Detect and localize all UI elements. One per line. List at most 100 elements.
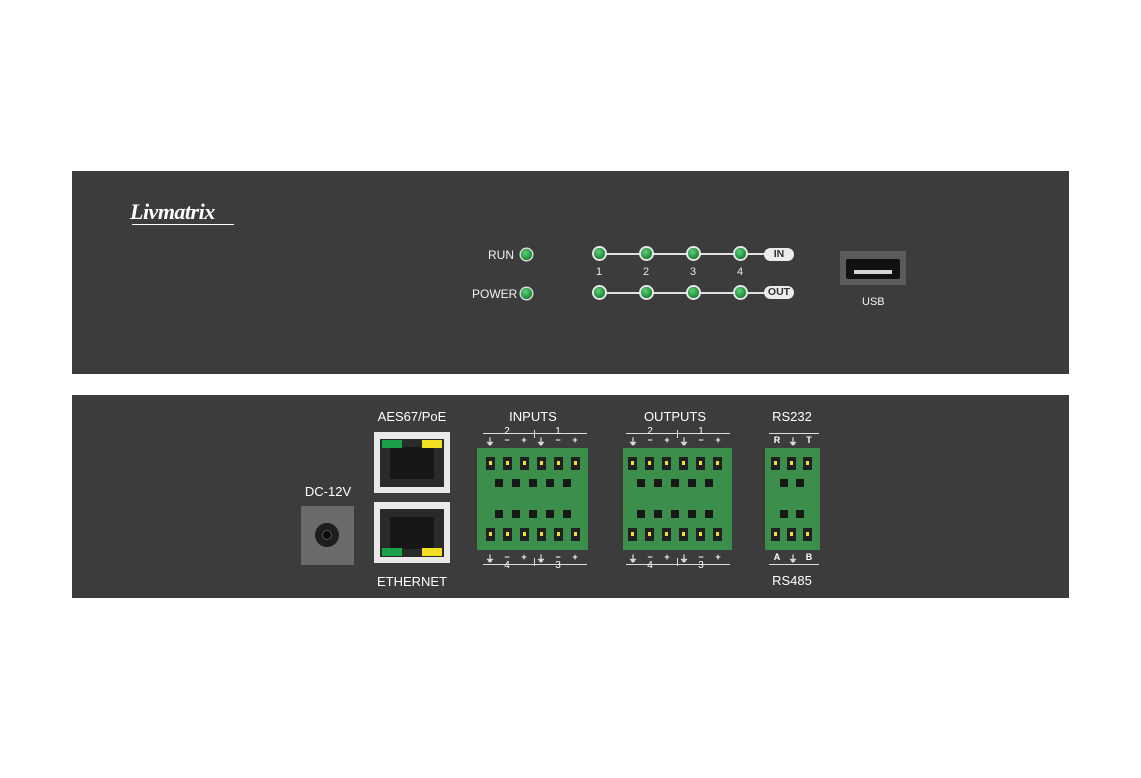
terminal-screw	[486, 528, 495, 541]
terminal-latch	[796, 479, 804, 487]
terminal-latch	[705, 510, 713, 518]
terminal-screw	[803, 528, 812, 541]
front-panel: Livmatrix RUN POWER IN 1 2 3 4 OUT USB	[72, 171, 1069, 374]
terminal-latch	[529, 510, 537, 518]
terminal-screw	[554, 528, 563, 541]
terminal-screw	[787, 457, 796, 470]
terminal-screw	[645, 528, 654, 541]
terminal-screw	[503, 528, 512, 541]
outputs-group-4-label: 4	[647, 560, 653, 571]
terminal-screw	[713, 528, 722, 541]
brand-logo: Livmatrix	[130, 199, 215, 224]
terminal-screw	[771, 528, 780, 541]
terminal-screw	[696, 528, 705, 541]
outputs-bottom-bracket	[626, 564, 730, 565]
channel-number-1: 1	[595, 266, 603, 278]
ethernet-port[interactable]	[374, 502, 450, 563]
rs232-pin-label: R	[773, 435, 781, 445]
terminal-latch	[688, 479, 696, 487]
terminal-screw	[679, 457, 688, 470]
usb-slot	[846, 259, 900, 279]
dc-power-jack[interactable]	[301, 506, 354, 565]
run-label: RUN	[488, 248, 514, 262]
terminal-screw	[771, 457, 780, 470]
outputs-pin-label: −	[698, 435, 704, 445]
dc-jack-pin	[323, 531, 331, 539]
inputs-pin-label: −	[555, 435, 561, 445]
inputs-label: INPUTS	[509, 409, 557, 424]
outputs-label: OUTPUTS	[643, 409, 707, 424]
aes67-link-led	[382, 440, 402, 448]
inputs-terminal-block[interactable]	[477, 448, 588, 550]
terminal-screw	[537, 528, 546, 541]
inputs-bottom-bracket	[483, 564, 587, 565]
rs232-pin-label: T	[806, 435, 812, 445]
terminal-latch	[671, 510, 679, 518]
terminal-latch	[512, 479, 520, 487]
dc-jack-hole	[315, 523, 339, 547]
inputs-pin-label: ⏚	[536, 437, 546, 447]
brand-logo-underline	[132, 224, 234, 225]
terminal-latch	[546, 479, 554, 487]
inputs-top-bracket	[483, 433, 587, 434]
out-badge: OUT	[764, 286, 794, 299]
terminal-latch	[563, 479, 571, 487]
outputs-pin-label: +	[664, 435, 670, 445]
terminal-screw	[520, 457, 529, 470]
inputs-pin-label: −	[504, 435, 510, 445]
rs232-label: RS232	[772, 409, 812, 424]
terminal-screw	[628, 457, 637, 470]
inputs-pin-label: −	[504, 552, 510, 562]
out-led-1	[594, 287, 605, 298]
ethernet-port-core	[390, 517, 434, 549]
terminal-latch	[546, 510, 554, 518]
terminal-screw	[554, 457, 563, 470]
outputs-terminal-block[interactable]	[623, 448, 732, 550]
rs485-pin-label: B	[805, 552, 813, 562]
outputs-pin-label: +	[715, 435, 721, 445]
inputs-pin-label: ⏚	[485, 554, 495, 564]
usb-label: USB	[862, 296, 885, 308]
out-led-4	[735, 287, 746, 298]
inputs-group-2-label: 2	[504, 426, 510, 437]
in-channel-line	[599, 253, 769, 255]
terminal-screw	[803, 457, 812, 470]
terminal-screw	[486, 457, 495, 470]
terminal-latch	[654, 479, 662, 487]
terminal-latch	[512, 510, 520, 518]
terminal-latch	[705, 479, 713, 487]
terminal-screw	[696, 457, 705, 470]
outputs-pin-label: ⏚	[628, 554, 638, 564]
aes67-poe-label: AES67/PoE	[377, 409, 447, 424]
outputs-pin-label: ⏚	[628, 437, 638, 447]
rs485-pin-label: ⏚	[788, 554, 798, 564]
rs485-bracket	[769, 564, 819, 565]
channel-number-3: 3	[689, 266, 697, 278]
aes67-poe-port[interactable]	[374, 432, 450, 493]
inputs-pin-label: +	[572, 552, 578, 562]
run-led	[521, 249, 532, 260]
inputs-pin-label: ⏚	[485, 437, 495, 447]
inputs-group-1-label: 1	[555, 426, 561, 437]
rs485-label: RS485	[772, 573, 812, 588]
terminal-latch	[637, 479, 645, 487]
outputs-pin-label: −	[647, 552, 653, 562]
ethernet-link-led	[382, 548, 402, 556]
inputs-bottom-divider	[534, 558, 535, 566]
out-led-2	[641, 287, 652, 298]
terminal-latch	[563, 510, 571, 518]
rs232-pin-label: ⏚	[788, 437, 798, 447]
inputs-pin-label: +	[572, 435, 578, 445]
terminal-screw	[520, 528, 529, 541]
terminal-screw	[628, 528, 637, 541]
serial-terminal-block[interactable]	[765, 448, 820, 550]
in-led-3	[688, 248, 699, 259]
terminal-latch	[637, 510, 645, 518]
usb-port[interactable]	[840, 251, 906, 285]
outputs-pin-label: +	[664, 552, 670, 562]
outputs-group-2-label: 2	[647, 426, 653, 437]
power-led	[521, 288, 532, 299]
terminal-latch	[796, 510, 804, 518]
inputs-group-4-label: 4	[504, 560, 510, 571]
terminal-latch	[780, 510, 788, 518]
